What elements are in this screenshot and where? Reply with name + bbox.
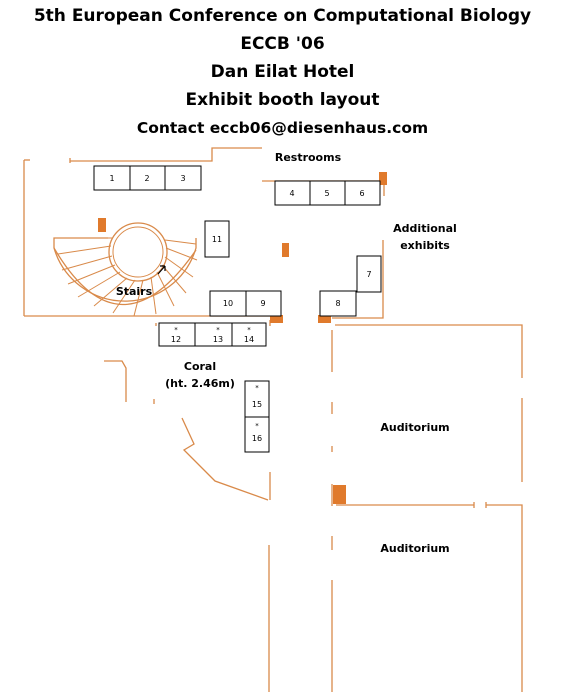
booth-number: 3 [180, 174, 185, 183]
booth-10[interactable]: 10 [209, 290, 247, 317]
conference-acronym: ECCB '06 [240, 34, 325, 54]
conference-title: 5th European Conference on Computational… [33, 6, 532, 26]
column [98, 218, 106, 232]
booth-number: 1 [109, 174, 114, 183]
star-mark: * [247, 326, 251, 334]
booth-number: 14 [244, 335, 254, 344]
star-mark: * [174, 326, 178, 334]
booth-5[interactable]: 5 [309, 180, 346, 206]
booth-4[interactable]: 4 [274, 180, 311, 206]
star-mark: * [255, 422, 259, 430]
booth-6[interactable]: 6 [344, 180, 381, 206]
booth-14[interactable]: * 14 [231, 322, 267, 347]
star-mark: * [255, 384, 259, 392]
booth-number: 11 [212, 235, 222, 244]
column [379, 172, 387, 185]
booth-number: 6 [359, 189, 364, 198]
auditorium-lower-label: Auditorium [380, 542, 449, 555]
booth-number: 7 [366, 270, 371, 279]
column [270, 315, 283, 323]
booth-number: 16 [252, 434, 262, 443]
venue-name: Dan Eilat Hotel [210, 62, 355, 82]
contact-line: Contact eccb06@diesenhaus.com [136, 119, 429, 137]
booths: 1 2 3 4 5 6 [93, 165, 382, 453]
booth-9[interactable]: 9 [245, 290, 282, 317]
booth-2[interactable]: 2 [129, 165, 166, 191]
restrooms-label: Restrooms [275, 151, 342, 164]
area-labels: Restrooms Additional exhibits Stairs Cor… [116, 151, 457, 555]
booth-number: 13 [213, 335, 223, 344]
booth-7[interactable]: 7 [356, 255, 382, 293]
booth-number: 9 [260, 299, 265, 308]
booth-number: 15 [252, 400, 262, 409]
stairs-label: Stairs [116, 285, 153, 298]
booth-1[interactable]: 1 [93, 165, 131, 191]
layout-title: Exhibit booth layout [185, 90, 380, 110]
booth-8[interactable]: 8 [319, 290, 357, 317]
coral-room-label: Coral [184, 360, 216, 373]
column [318, 315, 331, 323]
column [333, 485, 346, 504]
booth-13[interactable]: * 13 [194, 322, 233, 347]
booth-11[interactable]: 11 [204, 220, 230, 258]
booth-number: 12 [171, 335, 181, 344]
stairs [53, 222, 198, 317]
column [282, 243, 289, 257]
booth-16[interactable]: * 16 [244, 416, 270, 453]
booth-number: 4 [289, 189, 294, 198]
booth-12[interactable]: * 12 [158, 322, 196, 347]
booth-number: 10 [223, 299, 233, 308]
booth-number: 8 [335, 299, 340, 308]
structural-columns [98, 172, 387, 504]
booth-15[interactable]: * 15 [244, 380, 270, 418]
auditorium-upper-label: Auditorium [380, 421, 449, 434]
coral-room-height: (ht. 2.46m) [165, 377, 235, 390]
additional-exhibits-label-line2: exhibits [400, 239, 450, 252]
additional-exhibits-label-line1: Additional [393, 222, 457, 235]
star-mark: * [216, 326, 220, 334]
booth-3[interactable]: 3 [164, 165, 202, 191]
booth-number: 2 [144, 174, 149, 183]
booth-number: 5 [324, 189, 329, 198]
